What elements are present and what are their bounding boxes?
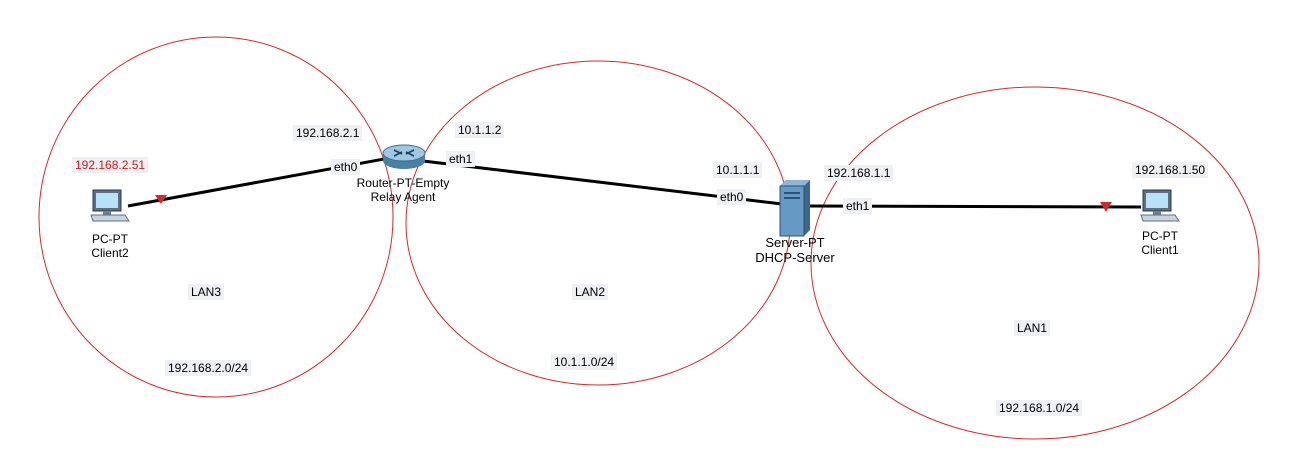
client2-ip: 192.168.2.51 — [72, 157, 149, 173]
zone-lan2[interactable] — [405, 60, 791, 386]
client1-type: PC-PT — [1142, 229, 1178, 243]
client1-label[interactable]: PC-PT Client1 — [1120, 229, 1200, 257]
zone-network-lan1: 192.168.1.0/24 — [996, 400, 1083, 416]
pc-icon[interactable] — [1140, 189, 1180, 222]
server-icon[interactable] — [779, 180, 810, 237]
server-eth0-port: eth0 — [717, 189, 747, 205]
zone-lan3[interactable] — [38, 36, 394, 398]
router-icon[interactable] — [382, 144, 426, 169]
zone-label-lan1: LAN1 — [1014, 320, 1051, 336]
link-down-marker-client1 — [1100, 202, 1112, 212]
link-down-marker-client2 — [155, 195, 167, 204]
zone-label-lan3: LAN3 — [188, 284, 225, 300]
router-name: Relay Agent — [370, 190, 436, 204]
client1-ip: 192.168.1.50 — [1132, 162, 1209, 178]
zone-network-lan2: 10.1.1.0/24 — [551, 354, 618, 370]
pc-icon[interactable] — [90, 189, 130, 222]
router-type: Router-PT-Empty — [356, 176, 450, 190]
server-name: DHCP-Server — [755, 250, 835, 265]
client2-name: Client2 — [91, 246, 129, 260]
server-eth1-ip: 192.168.1.1 — [824, 165, 894, 181]
zone-lan1[interactable] — [810, 86, 1260, 440]
router-eth0-port: eth0 — [331, 159, 361, 175]
router-eth0-ip: 192.168.2.1 — [293, 125, 363, 141]
client1-name: Client1 — [1141, 243, 1179, 257]
server-eth0-ip: 10.1.1.1 — [713, 162, 763, 178]
zone-network-lan3: 192.168.2.0/24 — [165, 360, 252, 376]
client2-label[interactable]: PC-PT Client2 — [70, 232, 150, 260]
router-label[interactable]: Router-PT-Empty Relay Agent — [343, 176, 463, 204]
zone-label-lan2: LAN2 — [572, 284, 609, 300]
client2-type: PC-PT — [92, 232, 128, 246]
server-eth1-port: eth1 — [843, 198, 873, 214]
server-type: Server-PT — [765, 235, 825, 250]
server-label[interactable]: Server-PT DHCP-Server — [740, 235, 850, 265]
router-eth1-ip: 10.1.1.2 — [455, 122, 505, 138]
router-eth1-port: eth1 — [446, 151, 476, 167]
